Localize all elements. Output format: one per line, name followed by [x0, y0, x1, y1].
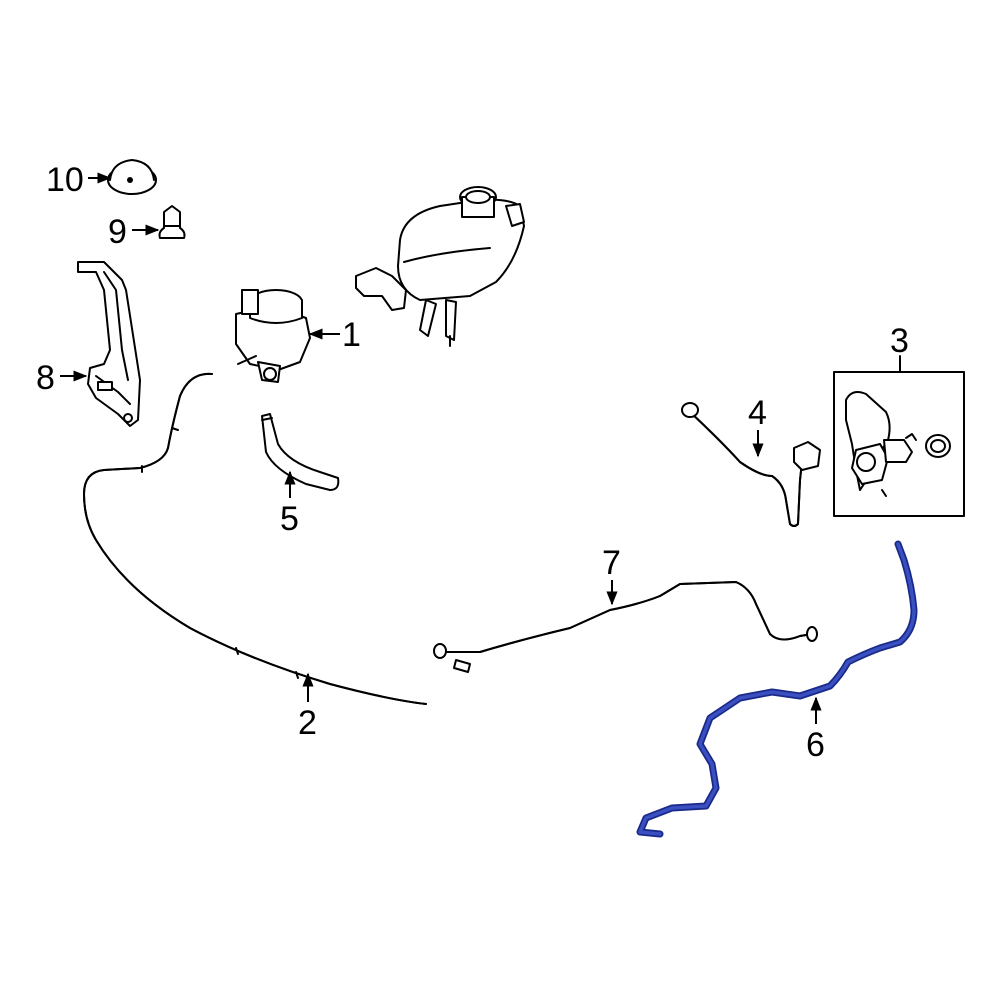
callout-label-7[interactable]: 7: [602, 544, 621, 582]
callout-label-9[interactable]: 9: [108, 213, 127, 251]
part-3-kit[interactable]: [833, 371, 965, 517]
part-1-pump[interactable]: [235, 289, 311, 383]
part-9-grommet[interactable]: [158, 205, 186, 239]
callout-label-4[interactable]: 4: [748, 394, 767, 432]
part-4-hose[interactable]: [681, 402, 821, 527]
part-10-cap[interactable]: [107, 159, 157, 195]
callout-label-5[interactable]: 5: [280, 500, 299, 538]
part-7-pipe[interactable]: [433, 581, 818, 673]
part-6-hose[interactable]: [636, 540, 918, 838]
part-2-hose[interactable]: [83, 372, 427, 705]
callout-label-2[interactable]: 2: [298, 704, 317, 742]
callout-label-1[interactable]: 1: [342, 316, 361, 354]
callout-label-3[interactable]: 3: [890, 322, 909, 360]
callout-label-8[interactable]: 8: [36, 359, 55, 397]
part-5-hose[interactable]: [261, 413, 340, 491]
part-8-bracket[interactable]: [77, 261, 141, 427]
callout-label-6[interactable]: 6: [806, 726, 825, 764]
callout-label-10[interactable]: 10: [46, 161, 84, 199]
coolant-reservoir: [355, 186, 525, 347]
